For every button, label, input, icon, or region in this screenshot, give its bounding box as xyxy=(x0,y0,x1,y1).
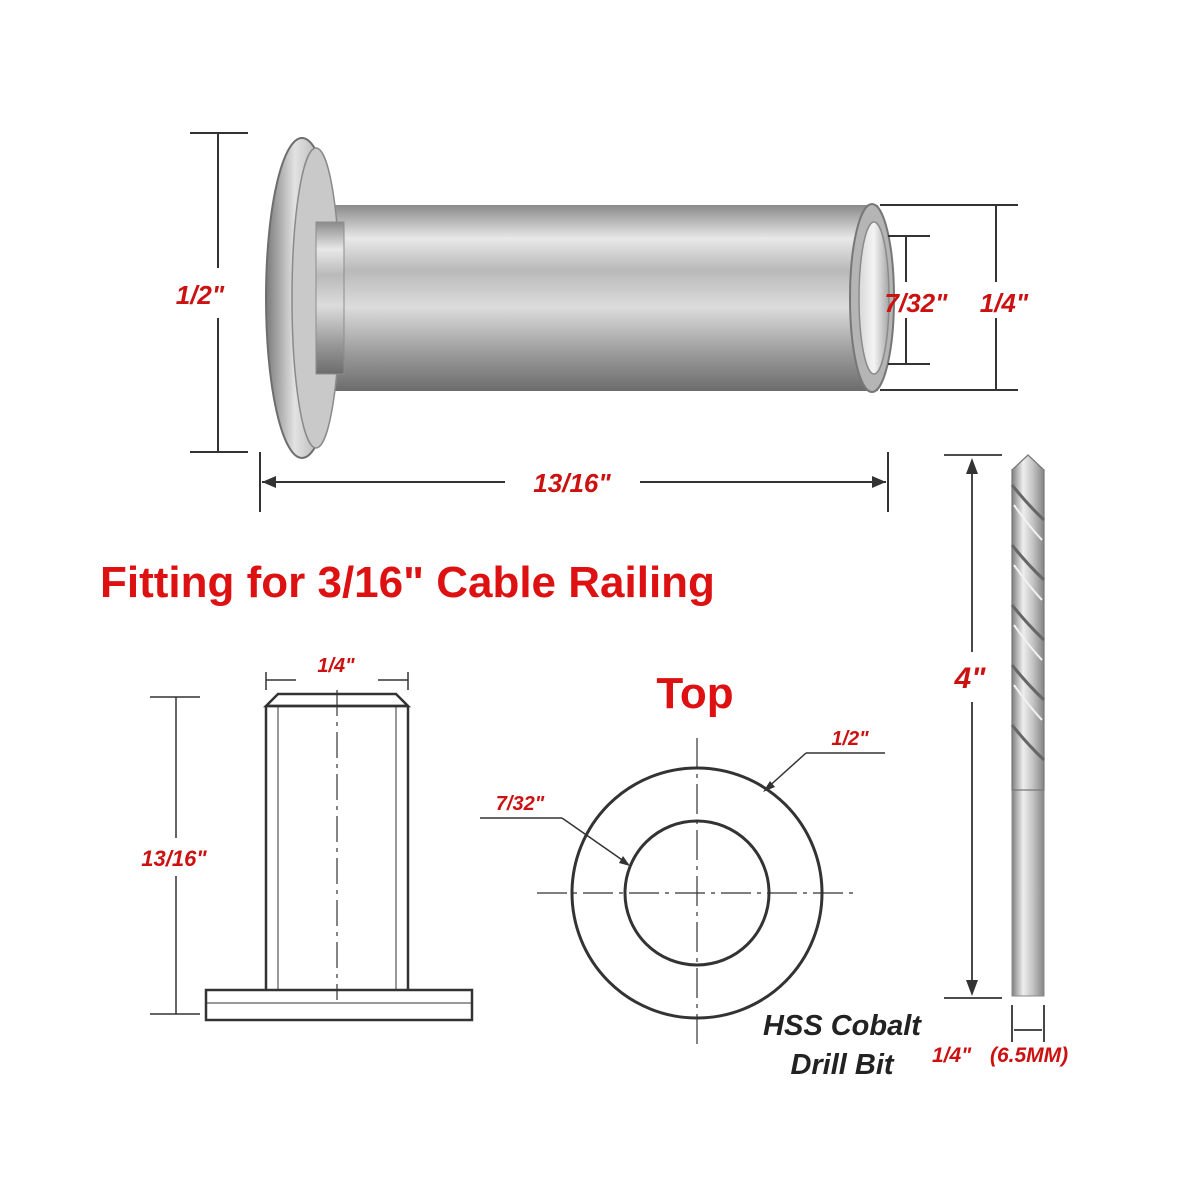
drill-bit-diameter-mm: (6.5MM) xyxy=(990,1044,1068,1067)
photo-flange-dim: 1/2" xyxy=(176,280,225,310)
photo-outer-dim: 1/4" xyxy=(980,288,1029,318)
side-view-length-dim: 13/16" xyxy=(141,846,207,871)
photo-length-dim: 13/16" xyxy=(533,468,611,498)
fitting-tube xyxy=(318,205,878,391)
top-view-title: Top xyxy=(656,669,733,718)
photo-dimension-lines xyxy=(190,132,1018,512)
drill-bit-name-line2: Drill Bit xyxy=(790,1049,894,1081)
drill-bit-name-line1: HSS Cobalt xyxy=(763,1010,922,1042)
photo-inner-dim: 7/32" xyxy=(885,288,949,318)
top-view-inner-dim: 7/32" xyxy=(496,793,545,815)
top-view-outer-dim: 1/2" xyxy=(831,728,869,750)
fitting-photo xyxy=(265,137,895,459)
headline: Fitting for 3/16" Cable Railing xyxy=(100,558,715,607)
side-view-drawing xyxy=(204,690,474,1022)
drill-bit-dimension-lines xyxy=(944,454,1045,1042)
drill-bit-diameter-in: 1/4" xyxy=(932,1044,972,1067)
drill-bit-photo xyxy=(1010,454,1046,997)
fitting-bore xyxy=(858,221,890,375)
side-view-dimension-lines xyxy=(150,672,409,1015)
top-view-drawing xyxy=(537,738,855,1050)
side-view-width-dim: 1/4" xyxy=(317,655,355,677)
drill-bit-length-dim: 4" xyxy=(954,662,987,695)
